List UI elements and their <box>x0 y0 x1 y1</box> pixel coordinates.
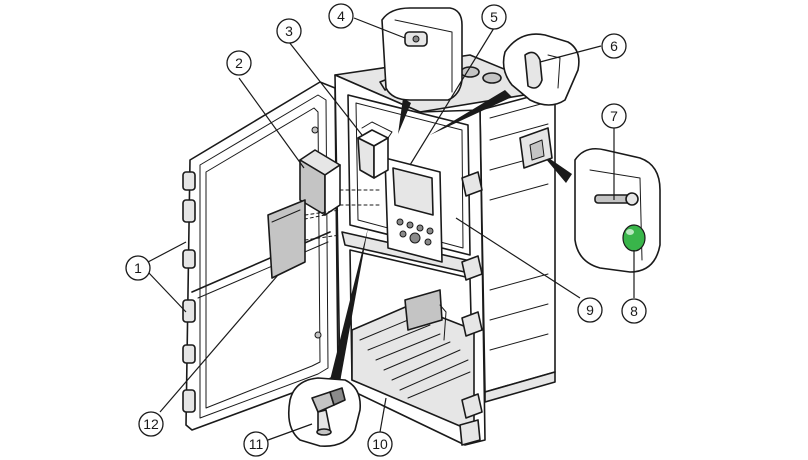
callout-9-label: 9 <box>586 302 594 318</box>
callout-3: 3 <box>277 19 301 43</box>
callout-7: 7 <box>602 104 626 128</box>
callout-4-label: 4 <box>337 8 345 24</box>
callout-9: 9 <box>578 298 602 322</box>
callout-8: 8 <box>622 299 646 323</box>
callout-11-label: 11 <box>249 436 264 452</box>
callout-10: 10 <box>368 432 392 456</box>
callout-1: 1 <box>126 256 150 280</box>
callout-7-label: 7 <box>610 108 618 124</box>
callout-6: 6 <box>602 34 626 58</box>
callout-2-label: 2 <box>235 55 243 71</box>
callout-6-label: 6 <box>610 38 618 54</box>
detail-bubble-lock <box>382 8 462 100</box>
callout-12-label: 12 <box>143 416 159 432</box>
callout-5-label: 5 <box>490 9 498 25</box>
callout-3-label: 3 <box>285 23 293 39</box>
detail-bubble-drain-fitting <box>289 378 360 446</box>
callout-10-label: 10 <box>372 436 388 452</box>
status-led-icon <box>623 225 645 251</box>
callout-1-label: 1 <box>134 260 142 276</box>
controller-display <box>385 158 442 262</box>
callout-4: 4 <box>329 4 353 28</box>
callout-2: 2 <box>227 51 251 75</box>
cabinet-body <box>335 55 555 445</box>
callout-5: 5 <box>482 5 506 29</box>
callout-8-label: 8 <box>630 303 638 319</box>
detail-bubble-status-light <box>575 149 660 272</box>
callout-11: 11 <box>244 432 268 456</box>
callout-12: 12 <box>139 412 163 436</box>
